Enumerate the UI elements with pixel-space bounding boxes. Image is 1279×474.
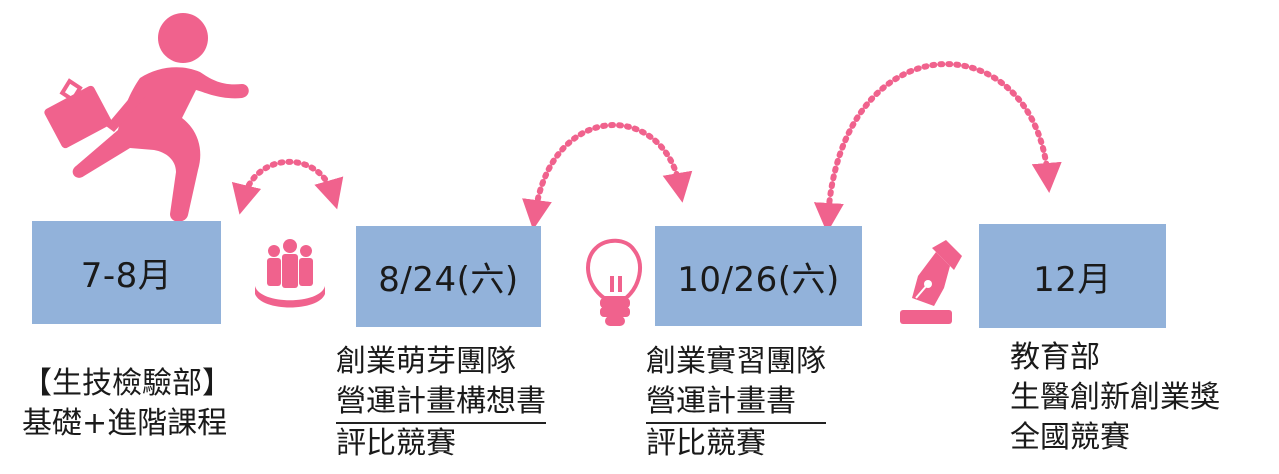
- stage-box-3: 10/26(六): [655, 226, 862, 326]
- stage-caption-4: 教育部 生醫創新創業獎 全國競賽: [1010, 338, 1220, 458]
- caption-4-line-3: 全國競賽: [1010, 420, 1130, 455]
- stage-caption-1: 【生技檢驗部】 基礎+進階課程: [22, 364, 232, 444]
- caption-3-line-3: 評比競賽: [646, 426, 766, 461]
- caption-3-line-2: 營運計畫書: [646, 382, 826, 424]
- caption-4-line-1: 教育部: [1010, 340, 1100, 375]
- stage-box-4: 12月: [979, 224, 1166, 328]
- arrow-connector-3: [813, 61, 1062, 233]
- stage-label-3: 10/26(六): [677, 259, 840, 300]
- stage-label-1: 7-8月: [80, 256, 173, 296]
- arrow-connector-2: [522, 122, 693, 230]
- team-people-icon: [255, 239, 325, 308]
- stage-box-2: 8/24(六): [356, 226, 541, 327]
- caption-2-line-3: 評比競賽: [336, 426, 456, 461]
- fountain-pen-icon: [900, 240, 962, 324]
- caption-4-line-2: 生醫創新創業獎: [1010, 380, 1220, 415]
- runner-with-briefcase-icon: [44, 13, 249, 222]
- stage-label-4: 12月: [1033, 259, 1112, 300]
- caption-1-line-1: 【生技檢驗部】: [22, 366, 232, 401]
- caption-2-line-1: 創業萌芽團隊: [336, 344, 516, 379]
- arrow-connector-1: [231, 158, 344, 215]
- caption-1-line-2: 基礎+進階課程: [22, 406, 228, 441]
- stage-caption-2: 創業萌芽團隊 營運計畫構想書 評比競賽: [336, 342, 546, 464]
- stage-box-1: 7-8月: [32, 221, 221, 324]
- stage-caption-3: 創業實習團隊 營運計畫書 評比競賽: [646, 342, 826, 464]
- caption-2-line-2: 營運計畫構想書: [336, 382, 546, 424]
- stage-label-2: 8/24(六): [378, 260, 519, 300]
- caption-3-line-1: 創業實習團隊: [646, 344, 826, 379]
- lightbulb-icon: [586, 238, 642, 326]
